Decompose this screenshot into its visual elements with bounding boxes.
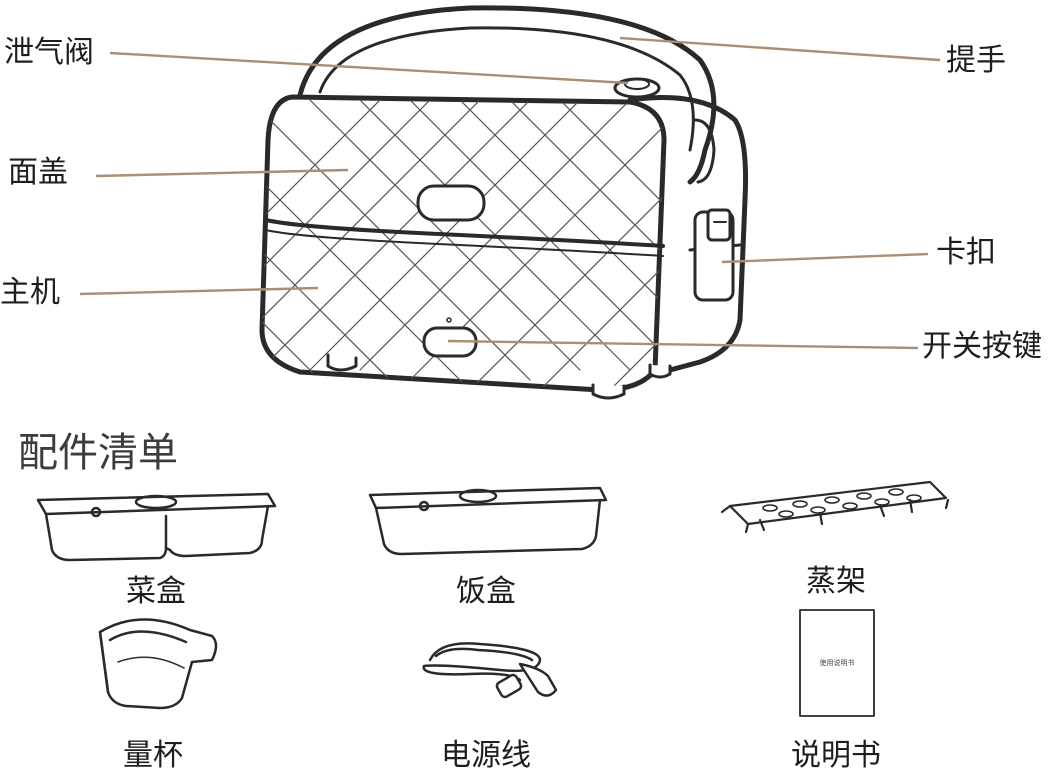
leader-line-clasp <box>721 252 929 264</box>
dish-box-icon <box>36 492 277 562</box>
label-handle: 提手 <box>946 43 1006 78</box>
accessory-label-steam-rack: 蒸架 <box>806 564 866 599</box>
leader-line-power-button <box>447 339 919 350</box>
rice-box-icon <box>368 486 608 556</box>
accessory-label-dish-box: 菜盒 <box>126 574 186 609</box>
leader-line-vent-valve <box>109 51 629 85</box>
label-power-button: 开关按键 <box>922 329 1042 364</box>
measuring-cup-icon <box>98 618 218 710</box>
leader-lines <box>79 36 941 350</box>
manual-cover-text: 使用说明书 <box>820 658 855 667</box>
label-top-cover: 面盖 <box>8 155 68 190</box>
steam-rack-icon <box>720 480 950 534</box>
accessory-label-measuring-cup: 量杯 <box>123 738 183 773</box>
manual-icon <box>799 609 875 717</box>
accessory-label-manual: 说明书 <box>791 738 881 773</box>
leader-line-handle <box>619 36 941 62</box>
label-clasp: 卡扣 <box>936 235 996 270</box>
lunch-box-illustration <box>259 5 749 400</box>
label-main-unit: 主机 <box>0 275 60 310</box>
accessories-title: 配件清单 <box>18 430 178 476</box>
accessory-label-rice-box: 饭盒 <box>456 574 516 609</box>
handle-shape <box>297 5 717 185</box>
leader-line-main-unit <box>79 286 319 296</box>
clasp-shape <box>693 208 735 302</box>
leader-line-top-cover <box>95 168 349 178</box>
label-vent-valve: 泄气阀 <box>4 35 94 70</box>
power-cord-icon <box>422 642 558 699</box>
accessory-label-power-cord: 电源线 <box>441 738 531 773</box>
